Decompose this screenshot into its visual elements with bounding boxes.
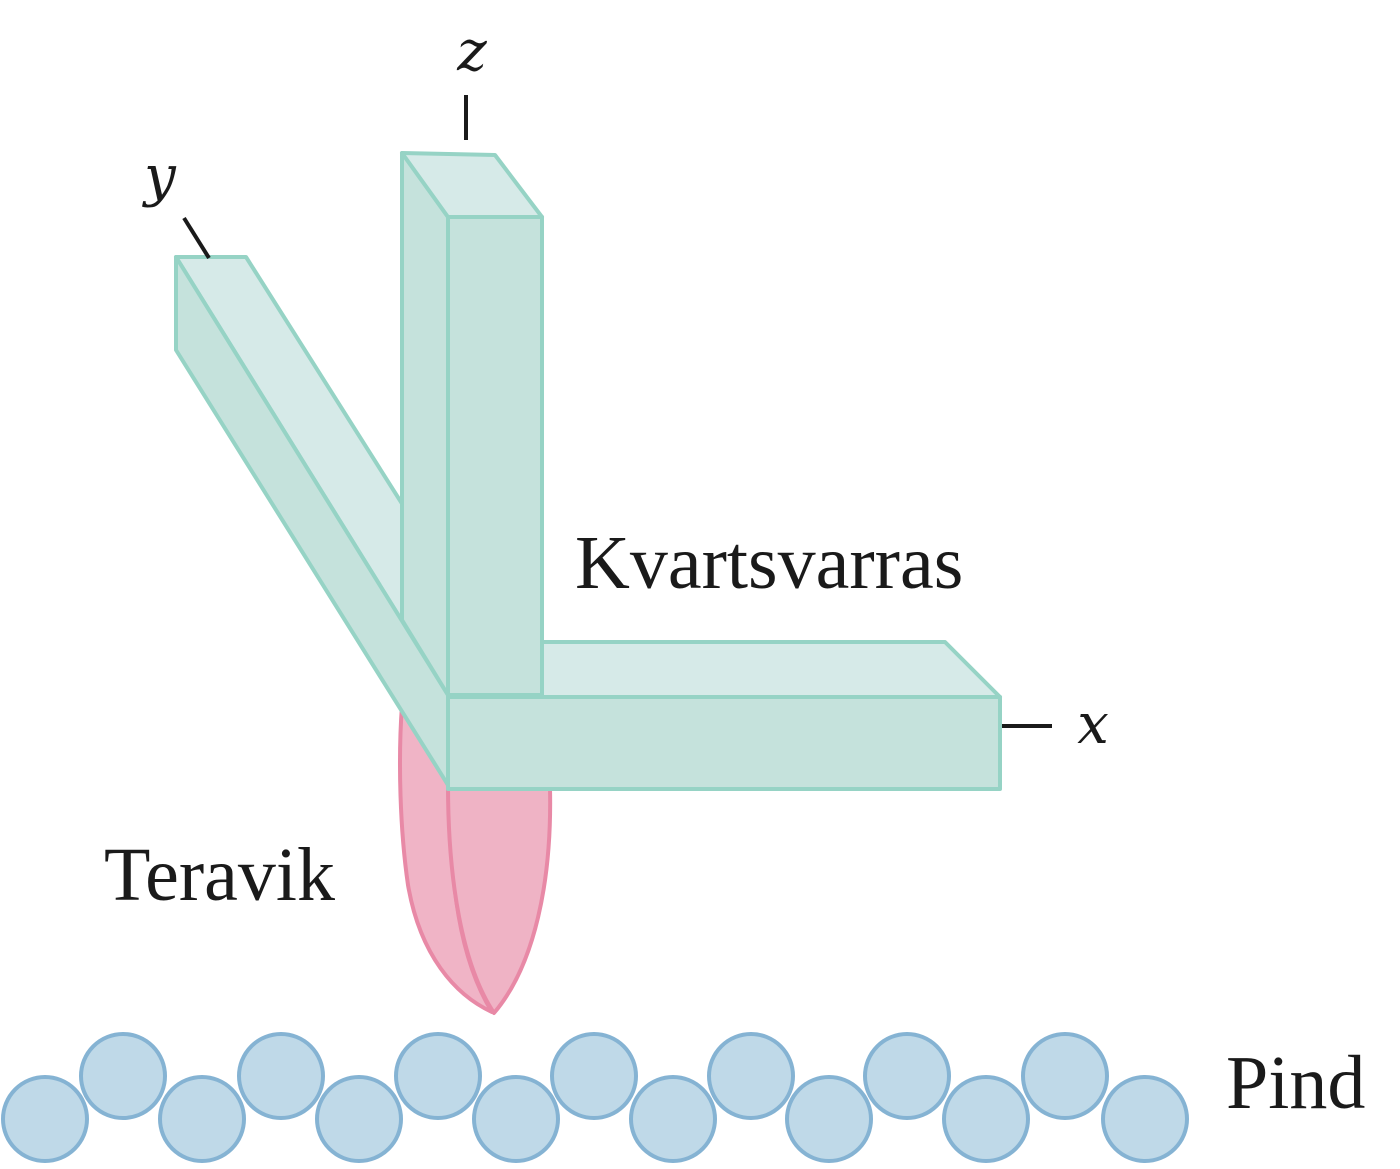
atom — [237, 1032, 325, 1120]
x-beam — [446, 640, 1002, 791]
atom — [394, 1032, 482, 1120]
atom — [472, 1075, 560, 1163]
atom — [315, 1075, 403, 1163]
z-axis-label: z — [456, 19, 487, 84]
atom — [550, 1032, 638, 1120]
atom — [1021, 1032, 1109, 1120]
atom — [629, 1075, 717, 1163]
y-axis-label: y — [141, 144, 177, 209]
cantilever-label: Kvartsvarras — [575, 521, 963, 605]
atom — [863, 1032, 951, 1120]
atom — [79, 1032, 167, 1120]
atom — [1, 1075, 89, 1163]
atom — [158, 1075, 246, 1163]
atom — [1101, 1075, 1189, 1163]
x-axis-label: x — [1077, 692, 1109, 757]
y-axis-tick — [182, 216, 211, 260]
probe-tip — [398, 703, 553, 1015]
atom — [707, 1032, 795, 1120]
tip-label: Teravik — [104, 833, 335, 917]
surface-label: Pind — [1226, 1041, 1365, 1125]
surface-atoms — [1, 1032, 1189, 1163]
z-beam — [400, 151, 544, 697]
atom — [942, 1075, 1030, 1163]
atom — [785, 1075, 873, 1163]
